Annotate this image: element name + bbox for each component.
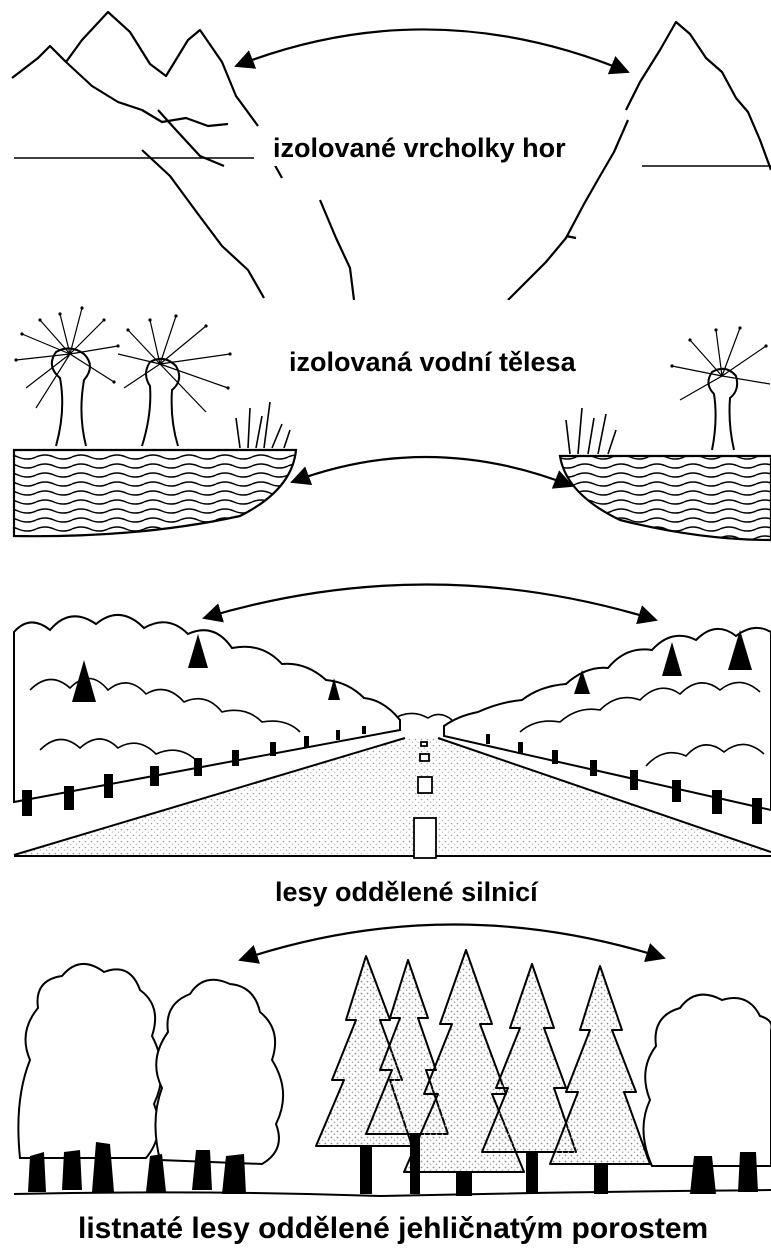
forest-right [443, 626, 771, 812]
mixed-forest-illustration [13, 923, 771, 1198]
double-arrow [202, 583, 658, 625]
caption-road-forests: lesy oddělené silnicí [275, 877, 538, 907]
caption-mountain-peaks: izolované vrcholky hor [263, 131, 576, 166]
caption-water-bodies: izolovaná vodní tělesa [279, 345, 586, 380]
road-forest-illustration [13, 583, 771, 859]
water-bodies-illustration [12, 306, 771, 542]
forest-left [13, 614, 401, 804]
deciduous-tree [154, 978, 285, 1166]
left-mountain-range [11, 10, 259, 127]
deciduous-tree [642, 993, 771, 1167]
double-arrow [238, 923, 666, 964]
deciduous-tree [17, 963, 163, 1159]
willow-tree [50, 347, 181, 447]
road [14, 738, 771, 855]
left-pond [12, 448, 298, 538]
double-arrow [234, 28, 630, 75]
willow-tree [707, 367, 739, 451]
double-arrow [290, 455, 574, 489]
conifer-tree [481, 963, 577, 1153]
conifer-tree [549, 965, 651, 1165]
right-mountain [625, 20, 771, 171]
right-pond [558, 454, 771, 542]
caption-mixed-forests: listnaté lesy oddělené jehličnatým poros… [78, 1212, 709, 1245]
